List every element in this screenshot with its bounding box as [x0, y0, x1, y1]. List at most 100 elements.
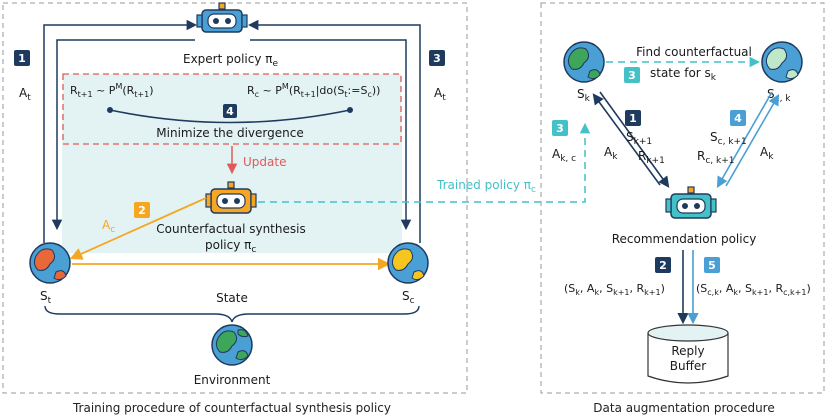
find-cf-line2: state for s	[650, 66, 711, 80]
divergence-dot-left	[107, 107, 113, 113]
svg-text:5: 5	[708, 259, 716, 272]
badge-4-right: 4	[730, 110, 746, 126]
svg-text:state for sk: state for sk	[650, 66, 717, 83]
rk1-label: R	[638, 149, 646, 163]
right-panel-border	[540, 2, 825, 394]
right-caption: Data augmentation procedure	[593, 401, 774, 415]
update-label: Update	[243, 155, 286, 169]
svg-text:Trained policy πc: Trained policy πc	[436, 178, 536, 195]
state-right-sub: c	[410, 296, 415, 306]
state-left-label: S	[40, 289, 48, 303]
ak-right-label: A	[760, 145, 769, 159]
badge-3-top: 3	[624, 67, 640, 83]
svg-text:At: At	[434, 86, 446, 103]
find-cf-line1: Find counterfactual	[636, 45, 752, 59]
divergence-dot-right	[347, 107, 353, 113]
state-label: State	[216, 291, 248, 305]
sk1-sub: k+1	[634, 137, 652, 147]
badge-2-right: 2	[655, 257, 671, 273]
trained-policy-label: Trained policy π	[436, 178, 531, 192]
sck-sub: c, k	[775, 94, 792, 104]
rec-policy-label: Recommendation policy	[612, 232, 757, 246]
state-brace	[44, 305, 420, 323]
find-cf-line2-sub: k	[711, 73, 717, 83]
svg-text:4: 4	[734, 112, 742, 125]
cf-policy-line1: Counterfactual synthesis	[156, 222, 305, 236]
loop-arrow-left-outer	[43, 19, 198, 243]
svg-text:Sc, k+1: Sc, k+1	[710, 130, 747, 147]
ak-left-label: A	[604, 145, 613, 159]
trained-policy-sub: c	[531, 185, 536, 195]
navy-arrow-down	[599, 91, 670, 188]
light-arrow-up	[725, 94, 780, 187]
svg-text:Rk+1: Rk+1	[638, 149, 665, 166]
environment-globe-icon	[211, 324, 253, 366]
svg-text:1: 1	[629, 112, 637, 125]
buffer-line2: Buffer	[670, 359, 706, 373]
action-label-left: A	[19, 86, 28, 100]
badge-5-right: 5	[704, 257, 720, 273]
ak-left-sub: k	[612, 152, 618, 162]
loop-arrow-right-inner	[250, 39, 412, 231]
tuple-right: (Sc,k, Ak, Sk+1, Rc,k+1)	[696, 282, 811, 297]
svg-text:Sc: Sc	[402, 289, 415, 306]
trained-policy-connector	[258, 122, 591, 203]
earth-st-icon	[29, 242, 71, 284]
ac-label: A	[102, 218, 111, 232]
svg-text:3: 3	[628, 69, 636, 82]
badge-3-left-right-panel: 3	[552, 120, 568, 136]
svg-text:2: 2	[138, 204, 146, 217]
state-right-label: S	[402, 289, 410, 303]
sk1-label: S	[626, 130, 634, 144]
earth-sck-icon	[761, 41, 803, 83]
cf-robot-icon	[205, 181, 257, 214]
cf-policy-sub: c	[251, 245, 256, 255]
svg-text:3: 3	[433, 52, 441, 65]
loop-arrow-right-outer	[247, 19, 421, 243]
svg-text:Ak: Ak	[760, 145, 774, 162]
ac-arrow	[69, 197, 207, 260]
rk1-sub: k+1	[646, 156, 664, 166]
sk-sub: k	[585, 94, 591, 104]
badge-1-right: 1	[625, 110, 641, 126]
earth-sk-icon	[563, 41, 605, 83]
tuple-left: (Sk, Ak, Sk+1, Rk+1)	[564, 282, 665, 297]
loop-arrow-left-inner	[51, 39, 195, 231]
svg-text:Expert policy πe: Expert policy πe	[183, 52, 279, 69]
divergence-label: Minimize the divergence	[156, 126, 303, 140]
svg-text:policy πc: policy πc	[205, 238, 256, 255]
cf-policy-line2: policy π	[205, 238, 251, 252]
svg-text:Rc, k+1: Rc, k+1	[697, 149, 735, 166]
rck1-sub: c, k+1	[705, 156, 734, 166]
svg-text:Ak: Ak	[604, 145, 618, 162]
ac-label-sub: c	[110, 225, 115, 235]
sck1-sub: c, k+1	[718, 137, 747, 147]
environment-label: Environment	[194, 373, 271, 387]
svg-text:3: 3	[556, 122, 564, 135]
svg-text:Ac: Ac	[102, 218, 115, 235]
badge-4-left: 4	[223, 104, 237, 118]
svg-text:2: 2	[659, 259, 667, 272]
reply-buffer-cylinder	[647, 324, 729, 384]
akc-label: A	[552, 147, 561, 161]
akc-sub: k, c	[560, 154, 576, 164]
expert-policy-label: Expert policy π	[183, 52, 273, 66]
light-arrow-down	[716, 91, 773, 188]
badge-2-left: 2	[134, 202, 150, 218]
rck1-label: R	[697, 149, 705, 163]
badge-3-left: 3	[429, 50, 445, 66]
expert-policy-sub: e	[273, 59, 279, 69]
action-label-right-sub: t	[442, 93, 446, 103]
navy-arrow-up	[592, 93, 661, 186]
divergence-curve	[109, 109, 351, 124]
earth-sc-icon	[387, 242, 429, 284]
buffer-line1: Reply	[671, 344, 704, 358]
left-caption: Training procedure of counterfactual syn…	[72, 401, 391, 415]
action-label-left-sub: t	[27, 93, 31, 103]
action-label-right: A	[434, 86, 443, 100]
state-left-sub: t	[48, 296, 52, 306]
svg-text:Sk: Sk	[577, 87, 591, 104]
svg-text:4: 4	[226, 105, 234, 118]
sck1-label: S	[710, 130, 718, 144]
